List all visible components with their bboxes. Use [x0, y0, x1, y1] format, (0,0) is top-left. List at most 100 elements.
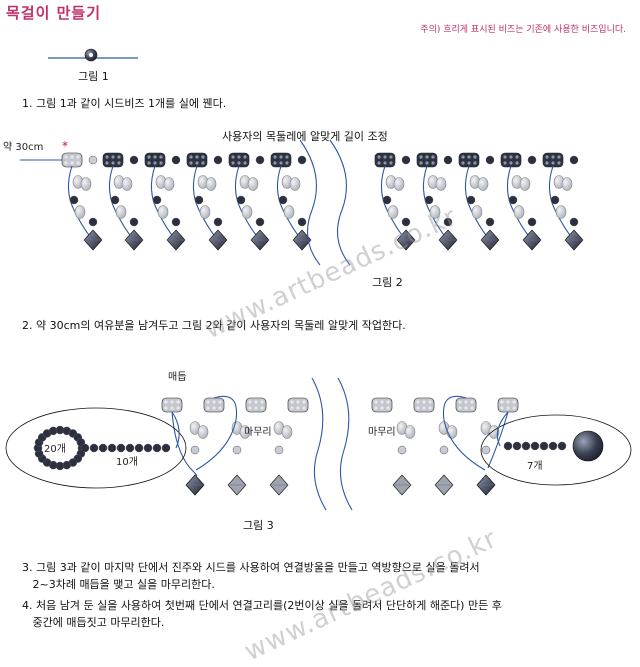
seed-bead	[213, 217, 223, 227]
seed-bead	[129, 155, 139, 165]
seed-bead	[397, 445, 407, 455]
seed-bead	[110, 195, 120, 205]
page-title: 목걸이 만들기	[6, 4, 102, 22]
seed-bead	[527, 155, 537, 165]
seed-bead	[485, 217, 495, 227]
detail-circle-right	[480, 414, 632, 486]
seed-bead	[232, 445, 242, 455]
crystal-bead	[166, 229, 186, 251]
seed-bead	[190, 445, 200, 455]
seed-bead	[401, 217, 411, 227]
cube-bead	[144, 152, 166, 168]
crystal-bead	[396, 229, 416, 251]
cube-bead	[287, 397, 309, 413]
seed-bead	[382, 195, 392, 205]
cube-bead	[374, 152, 396, 168]
count-10-label: 10개	[116, 457, 138, 468]
seed-bead	[512, 441, 522, 451]
seed-bead	[274, 445, 284, 455]
finish-left-label: 마무리	[244, 427, 272, 438]
oval-bead	[555, 205, 567, 219]
finish-right-label: 마무리	[368, 427, 396, 438]
seed-bead	[89, 443, 99, 453]
seed-bead	[569, 217, 579, 227]
seed-bead	[401, 155, 411, 165]
seed-bead	[485, 155, 495, 165]
seed-bead	[527, 217, 537, 227]
thread	[496, 411, 509, 447]
seed-bead	[530, 441, 540, 451]
thread	[506, 165, 533, 241]
thread	[464, 165, 491, 241]
seed-bead	[116, 443, 126, 453]
step-3: 3. 그림 3과 같이 마지막 단에서 진주와 시드를 사용하여 연결방울을 만…	[22, 561, 480, 574]
seed-bead	[424, 195, 434, 205]
seed-bead	[278, 195, 288, 205]
cube-bead	[413, 397, 435, 413]
seed-bead	[69, 195, 79, 205]
step-4-cont: 중간에 매듭짓고 마무리한다.	[22, 616, 165, 629]
step-1: 1. 그림 1과 같이 시드비즈 1개를 실에 꿴다.	[22, 97, 227, 110]
oval-bead	[387, 205, 399, 219]
thread	[276, 165, 303, 241]
oval-bead	[519, 177, 531, 191]
pearl-bead	[572, 430, 604, 462]
thread	[337, 377, 353, 511]
thread	[311, 377, 327, 511]
oval-bead	[446, 425, 458, 439]
seed-bead	[80, 443, 90, 453]
oval-bead	[247, 177, 259, 191]
thread	[299, 139, 321, 266]
figure-1-label: 그림 1	[78, 70, 109, 83]
instructions-diagram: *	[5, 48, 632, 511]
oval-bead	[115, 205, 127, 219]
oval-bead	[404, 425, 416, 439]
cube-bead	[371, 397, 393, 413]
figure-2: *	[19, 139, 584, 266]
seed-bead	[297, 217, 307, 227]
thread	[487, 411, 509, 469]
crystal-bead	[480, 229, 500, 251]
step-4: 4. 처음 남겨 둔 실을 사용하여 첫번째 단에서 연결고리를(2번이상 실을…	[22, 599, 502, 612]
oval-bead	[289, 177, 301, 191]
thread	[67, 165, 94, 241]
oval-bead	[435, 177, 447, 191]
thread	[108, 165, 135, 241]
cube-bead	[102, 152, 124, 168]
crystal-bead	[250, 229, 270, 251]
seed-bead	[550, 195, 560, 205]
thread	[171, 411, 180, 449]
oval-bead	[197, 425, 209, 439]
seed-bead	[129, 217, 139, 227]
figure-2-label: 그림 2	[372, 276, 403, 289]
thread	[442, 395, 486, 471]
seed-bead	[481, 445, 491, 455]
seed-bead	[171, 155, 181, 165]
step-2: 2. 약 30cm의 여유분을 남겨두고 그림 2와 같이 사용자의 목둘레 알…	[22, 319, 406, 332]
cube-bead	[228, 152, 250, 168]
crystal-bead	[434, 474, 454, 496]
seed-bead	[152, 443, 162, 453]
cube-bead	[458, 152, 480, 168]
oval-bead	[561, 177, 573, 191]
seed-bead	[297, 155, 307, 165]
cube-bead	[270, 152, 292, 168]
oval-bead	[199, 205, 211, 219]
count-20-label: 20개	[44, 444, 66, 455]
thread	[380, 165, 407, 241]
cube-bead	[245, 397, 267, 413]
crystal-bead	[476, 474, 496, 496]
oval-bead	[74, 205, 86, 219]
crystal-bead	[438, 229, 458, 251]
oval-bead	[429, 205, 441, 219]
figure-3-label: 그림 3	[243, 519, 274, 532]
length-note: 약 30cm	[3, 142, 44, 153]
seed-bead	[539, 441, 549, 451]
seed-bead	[213, 155, 223, 165]
oval-bead	[281, 425, 293, 439]
seed-bead	[107, 443, 117, 453]
crystal-bead	[185, 474, 205, 496]
oval-bead	[163, 177, 175, 191]
seed-bead	[521, 441, 531, 451]
seed-bead	[194, 195, 204, 205]
